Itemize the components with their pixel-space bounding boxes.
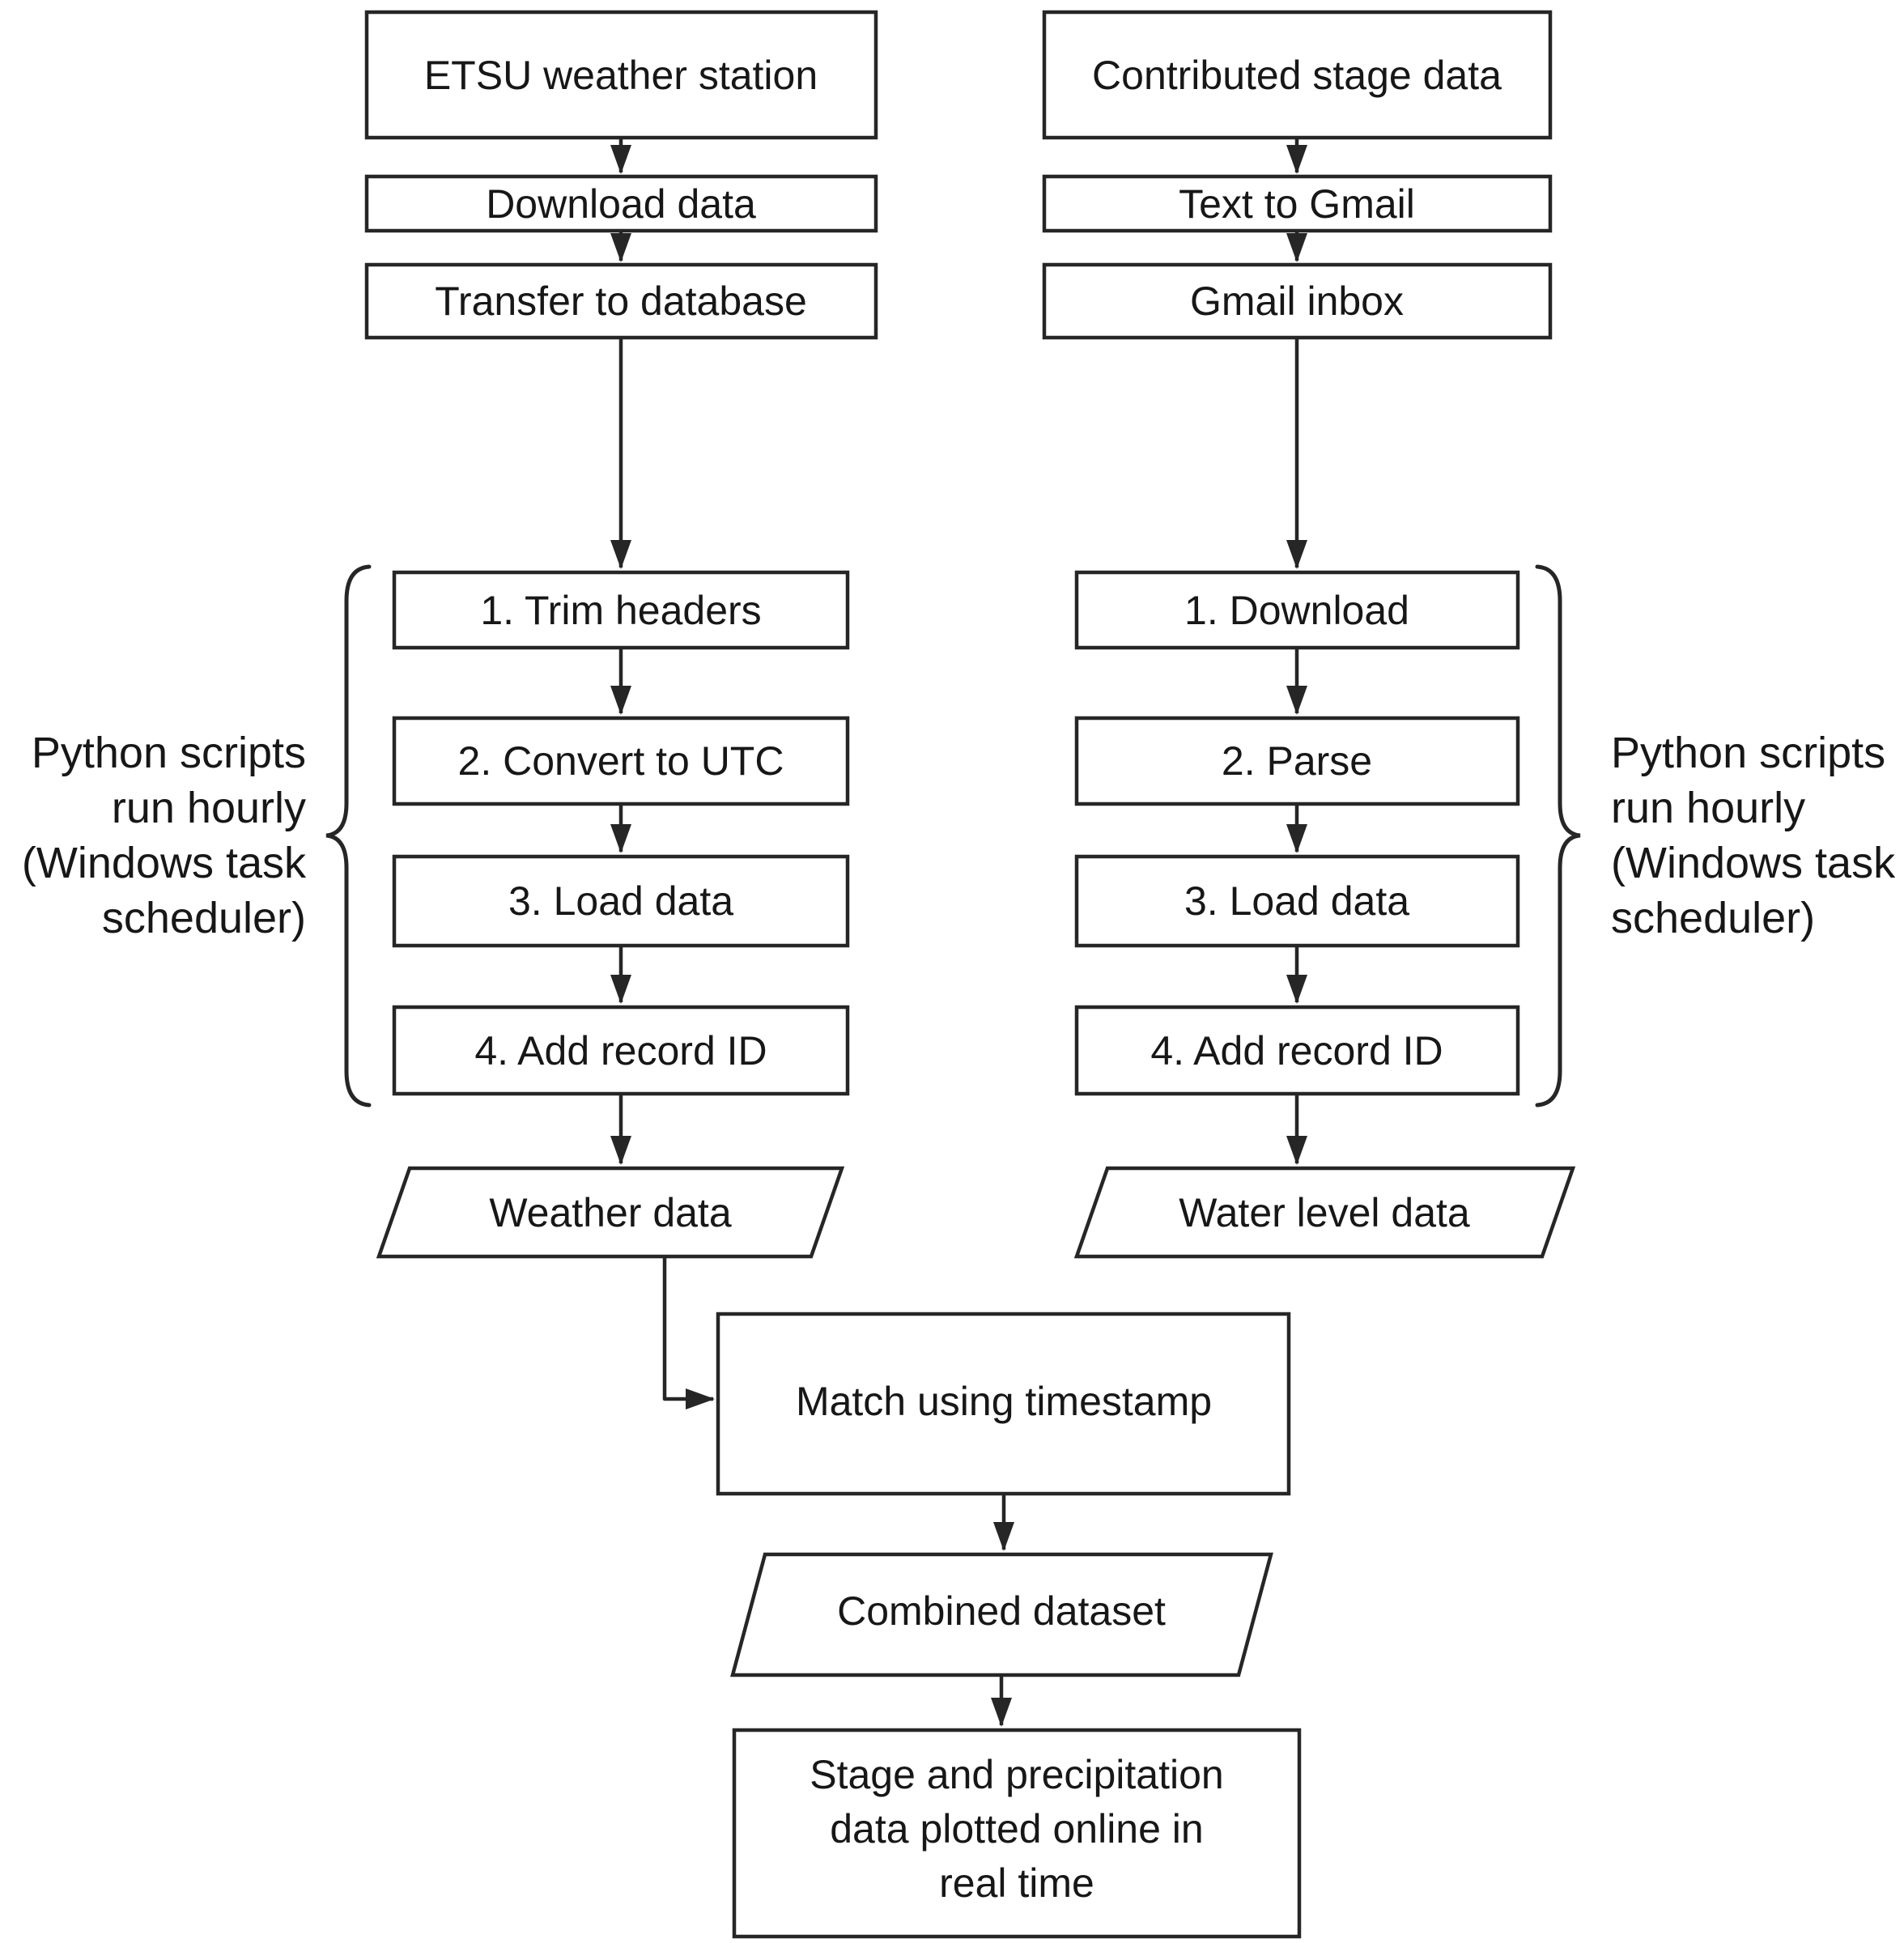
node-gmail-inbox <box>1042 262 1553 340</box>
annotation-python-scripts-right: Python scripts run hourly (Windows task … <box>1611 729 1896 942</box>
node-add-record-id-left <box>392 1005 850 1096</box>
node-weather-data-label: Weather data <box>489 1190 731 1235</box>
node-convert-to-utc-label: 2. Convert to UTC <box>458 738 784 784</box>
node-final-output <box>732 1728 1302 1939</box>
node-trim-headers <box>392 570 850 650</box>
node-combined-dataset <box>730 1552 1273 1677</box>
left-annotation-line3: (Windows task <box>22 839 307 887</box>
node-download-step-label: 1. Download <box>1184 588 1409 633</box>
node-add-record-id-right <box>1074 1005 1520 1096</box>
annotation-python-scripts-left: Python scripts run hourly (Windows task … <box>22 729 307 942</box>
right-annotation-line3: (Windows task <box>1611 839 1896 887</box>
curly-brace-left <box>325 564 372 1108</box>
left-annotation-line1: Python scripts <box>32 729 306 777</box>
node-text-to-gmail <box>1042 174 1553 233</box>
right-annotation-line2: run hourly <box>1611 784 1805 832</box>
node-parse-label: 2. Parse <box>1222 738 1372 784</box>
node-combined-dataset-label: Combined dataset <box>837 1588 1166 1634</box>
left-annotation-line2: run hourly <box>112 784 306 832</box>
node-gmail-inbox-label: Gmail inbox <box>1190 278 1404 324</box>
node-load-data-right <box>1074 854 1520 948</box>
right-annotation-line1: Python scripts <box>1611 729 1885 777</box>
node-transfer-to-database-label: Transfer to database <box>435 278 807 324</box>
node-text-to-gmail-label: Text to Gmail <box>1179 181 1415 227</box>
node-load-data-right-label: 3. Load data <box>1184 878 1409 924</box>
node-weather-data <box>376 1166 845 1259</box>
left-annotation-line4: scheduler) <box>102 894 306 942</box>
node-contributed-stage-data <box>1042 10 1553 140</box>
node-convert-to-utc <box>392 716 850 806</box>
node-add-record-id-left-label: 4. Add record ID <box>474 1028 767 1074</box>
node-match-using-timestamp-label: Match using timestamp <box>796 1379 1212 1424</box>
node-water-level-data-label: Water level data <box>1179 1190 1470 1235</box>
node-match-using-timestamp <box>716 1312 1291 1496</box>
node-parse <box>1074 716 1520 806</box>
curly-brace-right <box>1535 564 1581 1108</box>
node-load-data-left-label: 3. Load data <box>508 878 733 924</box>
node-etsu-weather-station <box>364 10 878 140</box>
node-contributed-stage-data-label: Contributed stage data <box>1092 53 1502 98</box>
node-final-output-line1: Stage and precipitation <box>810 1752 1223 1797</box>
node-final-output-line2: data plotted online in <box>830 1806 1203 1852</box>
right-flow-column: Contributed stage data Text to Gmail Gma… <box>1042 10 1576 1259</box>
node-add-record-id-right-label: 4. Add record ID <box>1150 1028 1443 1074</box>
node-etsu-weather-station-label: ETSU weather station <box>424 53 818 98</box>
node-download-step <box>1074 570 1520 650</box>
elbow-connector-weather-to-match <box>662 1256 715 1409</box>
node-final-output-line3: real time <box>939 1860 1094 1906</box>
node-download-data <box>364 174 878 233</box>
right-annotation-line4: scheduler) <box>1611 894 1815 942</box>
left-flow-column: ETSU weather station Download data Trans… <box>364 10 878 1259</box>
node-load-data-left <box>392 854 850 948</box>
node-trim-headers-label: 1. Trim headers <box>480 588 761 633</box>
node-download-data-label: Download data <box>486 181 756 227</box>
connectors <box>610 138 1307 1727</box>
node-transfer-to-database <box>364 262 878 340</box>
node-water-level-data <box>1073 1166 1576 1259</box>
merge-flow-column: Match using timestamp Combined dataset S… <box>716 1312 1302 1939</box>
